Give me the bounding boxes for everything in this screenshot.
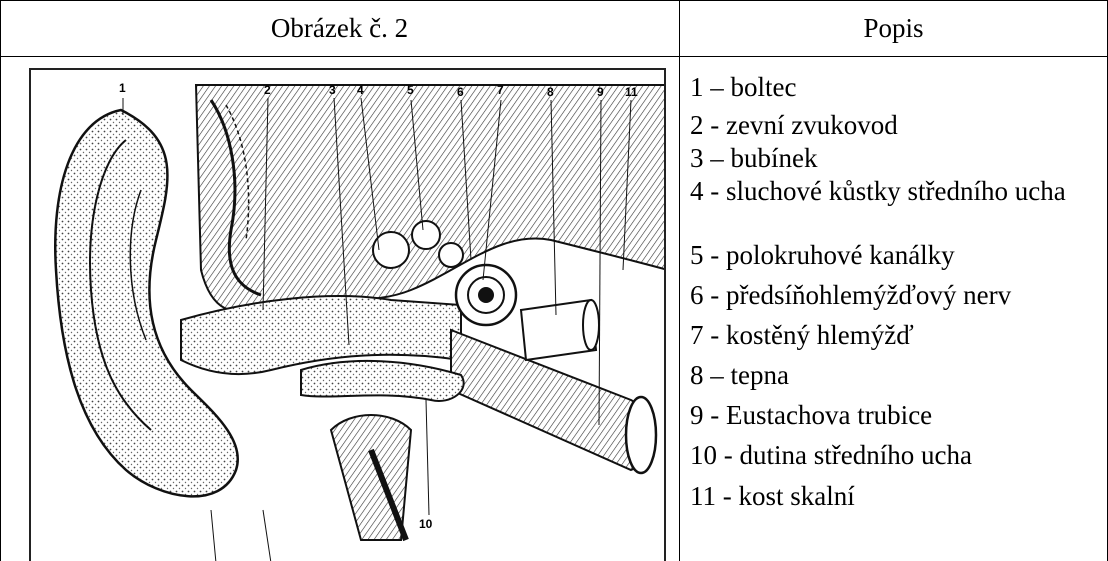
list-item: 3 – bubínek bbox=[690, 143, 818, 173]
figure-label-11: 11 bbox=[625, 85, 638, 99]
figure-label-2: 2 bbox=[264, 83, 271, 97]
list-item: 9 - Eustachova trubice bbox=[690, 400, 932, 430]
figure-label-10: 10 bbox=[419, 517, 433, 531]
list-item: 8 – tepna bbox=[690, 360, 789, 390]
figure-label-4: 4 bbox=[357, 83, 364, 97]
figure-label-5: 5 bbox=[407, 83, 414, 97]
list-item: 10 - dutina středního ucha bbox=[690, 440, 972, 470]
list-item: 7 - kostěný hlemýžď bbox=[690, 320, 914, 350]
figure-label-7: 7 bbox=[497, 83, 504, 97]
list-item: 2 - zevní zvukovod bbox=[690, 110, 898, 140]
list-item: 11 - kost skalní bbox=[690, 481, 855, 511]
list-item: 6 - předsíňohlemýžďový nerv bbox=[690, 280, 1011, 310]
column-divider bbox=[679, 0, 680, 561]
list-item: 4 - sluchové kůstky středního ucha bbox=[690, 176, 1100, 206]
figure-label-1: 1 bbox=[119, 81, 126, 95]
ear-anatomy-figure: 1 2 3 4 5 6 7 8 9 11 10 bbox=[29, 68, 666, 561]
figure-label-3: 3 bbox=[329, 83, 336, 97]
table-left-border bbox=[0, 0, 1, 561]
figure-label-9: 9 bbox=[597, 85, 604, 99]
list-item: 1 – boltec bbox=[690, 72, 796, 102]
description-column-header: Popis bbox=[680, 0, 1107, 56]
header-divider bbox=[0, 56, 1108, 57]
image-column-header: Obrázek č. 2 bbox=[0, 0, 679, 56]
figure-label-6: 6 bbox=[457, 85, 464, 99]
list-item: 5 - polokruhové kanálky bbox=[690, 240, 955, 270]
temporal-bone-shape bbox=[196, 85, 666, 312]
ear-drawing: 1 2 3 4 5 6 7 8 9 11 10 bbox=[31, 70, 666, 561]
figure-label-8: 8 bbox=[547, 85, 554, 99]
